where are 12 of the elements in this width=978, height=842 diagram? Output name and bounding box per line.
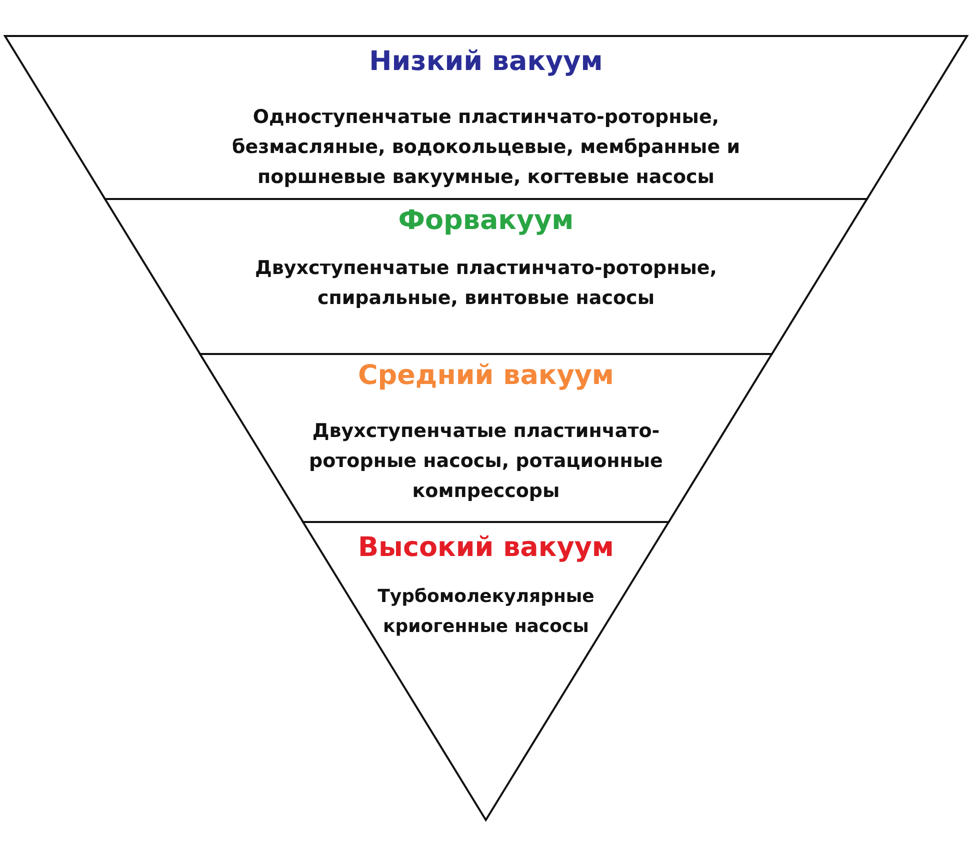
level-heading: Низкий вакуум xyxy=(369,46,603,78)
pyramid-band xyxy=(5,36,967,199)
pyramid-band xyxy=(105,199,867,354)
pyramid-band xyxy=(303,522,669,820)
pump-types-text: Двухступенчатые пластинчато-роторные насосы, ротационные компрессоры xyxy=(308,419,664,504)
level-heading: Средний вакуум xyxy=(358,360,614,392)
pump-types-text: Двухступенчатые пластинчато-роторные, спиральные, винтовые насосы xyxy=(254,256,718,311)
pyramid-band xyxy=(200,354,772,522)
pump-types-text: Одноступенчатые пластинчато-роторные, безмасляные, водокольцевые, мембранные и поршневые вакуумные, когтевые насосы xyxy=(230,105,742,190)
pump-types-text: Турбомолекулярные криогенные насосы xyxy=(376,585,596,639)
level-heading: Форвакуум xyxy=(398,205,574,237)
level-heading: Высокий вакуум xyxy=(358,532,614,564)
